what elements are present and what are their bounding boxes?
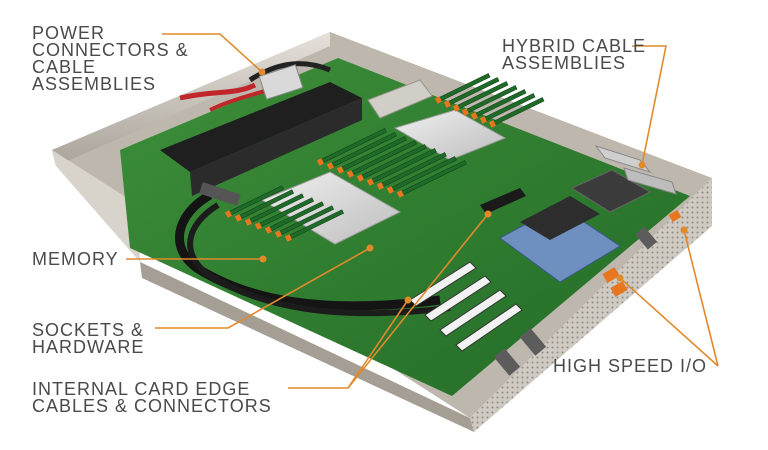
dimm-latch [264,226,272,234]
label-hybrid-cable: HYBRID CABLE ASSEMBLIES [502,36,647,73]
dot-internal-1 [404,296,412,304]
dot-power [258,68,266,76]
dot-internal-2 [484,210,492,218]
dimm-latch [244,218,252,226]
dimm-latch [443,100,451,108]
dimm-latch [346,170,354,178]
dimm-latch [284,234,292,242]
leader-lines [126,33,719,389]
io-card-cage [499,169,652,283]
dot-memory [259,255,267,263]
dimm-latch [376,182,384,190]
dimm-latch [224,210,232,218]
leader-dots [258,68,688,304]
dimm-latch [479,116,487,124]
internal-cables [175,182,451,317]
label-high-speed-io: HIGH SPEED I/O [553,356,708,376]
leader-hybrid [632,45,667,166]
label-power-connectors: POWER CONNECTORS & CABLE ASSEMBLIES [32,23,189,94]
dot-io-1 [680,226,688,234]
leader-sockets [155,247,371,329]
drive-bay [367,79,433,119]
dot-io-2 [616,274,624,282]
power-cable [179,61,331,112]
label-memory: MEMORY [32,249,119,269]
front-ports [493,226,658,376]
dimm-latch [386,186,394,194]
dimm-latch [254,222,262,230]
leader-power [162,33,263,73]
dimm-latch [274,230,282,238]
memory-dimms [224,73,545,242]
dimm-latch [366,178,374,186]
heatsink-right [393,109,507,161]
label-sockets: SOCKETS & HARDWARE [32,320,145,357]
dot-sockets [366,244,374,252]
dimm-latch [452,104,460,112]
card-edge-slots [409,188,526,352]
leader-io-1 [683,229,719,367]
leader-io-2 [619,277,719,367]
fan-row [160,82,362,196]
dimm-latch [316,158,324,166]
dimm-latch [326,162,334,170]
dimm-latch [461,108,469,116]
dimm-latch [488,120,496,128]
dimm-latch [356,174,364,182]
io-connectors [602,210,682,297]
dot-hybrid [638,161,646,169]
dimm-latch [336,166,344,174]
dimm-latch [470,112,478,120]
label-internal-cables: INTERNAL CARD EDGE CABLES & CONNECTORS [32,379,272,416]
leader-internal-2 [347,213,489,389]
asic-chip [570,169,652,213]
hybrid-cable [594,145,677,195]
dimm-latch [396,190,404,198]
dimm-latch [234,214,242,222]
dimm-latch [434,96,442,104]
